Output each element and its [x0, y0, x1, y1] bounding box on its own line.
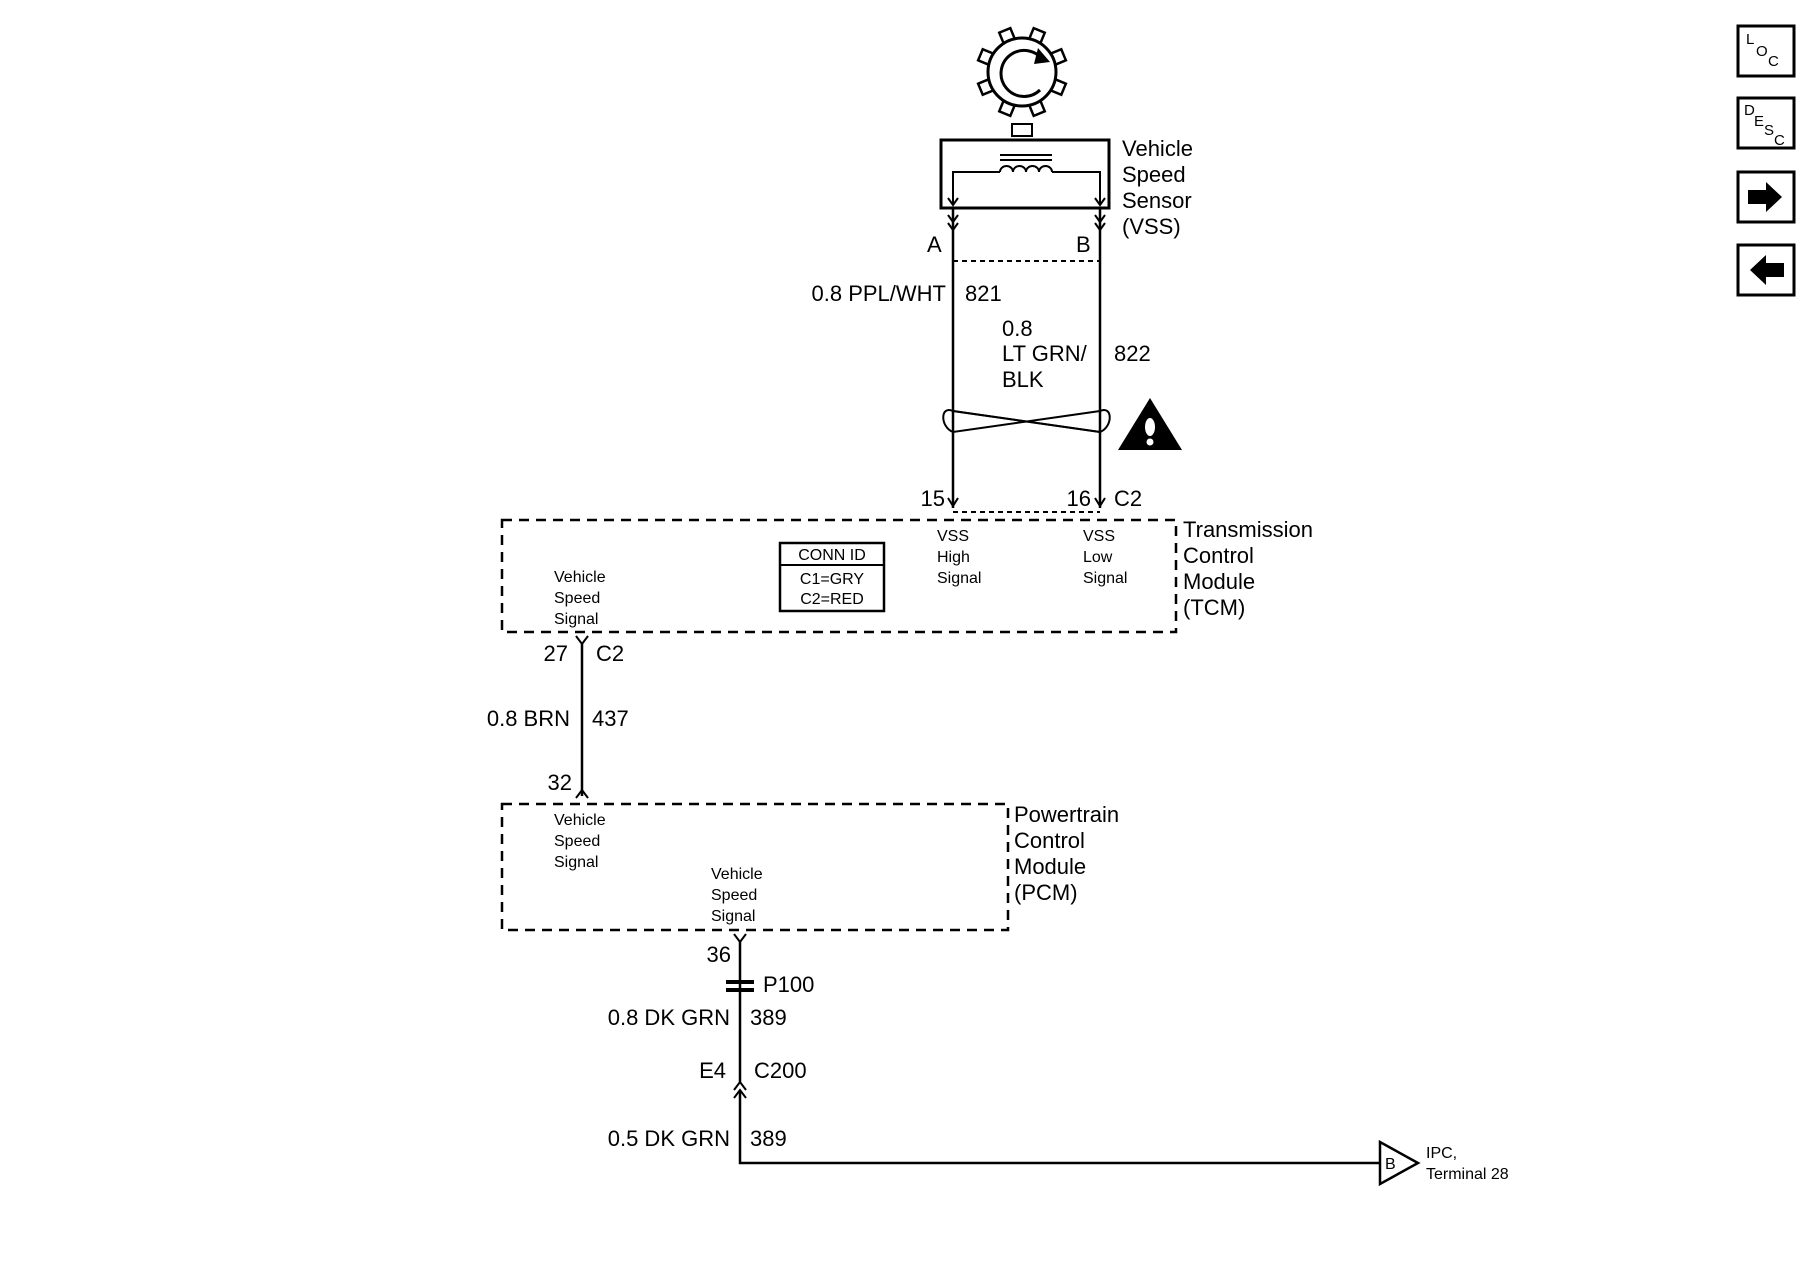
pcm-top-connector: 32	[548, 770, 589, 799]
svg-text:Signal: Signal	[711, 908, 755, 925]
svg-text:Sensor: Sensor	[1122, 188, 1192, 213]
tcm-module-box	[500, 518, 1178, 634]
svg-text:(VSS): (VSS)	[1122, 214, 1181, 239]
tcm-connector-c2-bottom: C2	[596, 641, 624, 666]
pcm-label: Powertrain Control Module (PCM)	[1014, 802, 1119, 905]
svg-text:C: C	[1768, 53, 1779, 70]
svg-text:Module: Module	[1183, 569, 1255, 594]
wire-437-label: 0.8 BRN 437	[487, 706, 629, 731]
offpage-dest-line2: Terminal 28	[1426, 1166, 1509, 1183]
svg-text:(TCM): (TCM)	[1183, 595, 1245, 620]
c200-pin-e4: E4	[699, 1058, 726, 1083]
tcm-vss-low-signal: VSS Low Signal	[1083, 528, 1127, 587]
svg-text:389: 389	[750, 1126, 787, 1151]
offpage-letter: B	[1385, 1156, 1396, 1173]
svg-text:Powertrain: Powertrain	[1014, 802, 1119, 827]
next-page-button[interactable]	[1736, 170, 1796, 224]
svg-text:Transmission: Transmission	[1183, 517, 1313, 542]
vss-pin-a: A	[927, 232, 942, 257]
pcm-pin-32: 32	[548, 770, 572, 795]
splice-p100: P100	[726, 972, 814, 997]
description-button[interactable]: D E S C	[1736, 96, 1796, 150]
inline-connector-c200: E4 C200	[699, 1058, 807, 1099]
twisted-pair-symbol	[942, 409, 1111, 434]
tcm-top-connector: 15 16 C2	[921, 486, 1142, 513]
tcm-pin-27: 27	[544, 641, 568, 666]
svg-text:S: S	[1764, 122, 1774, 139]
svg-text:Speed: Speed	[554, 833, 600, 850]
svg-text:Control: Control	[1014, 828, 1085, 853]
svg-text:0.8 DK GRN: 0.8 DK GRN	[608, 1005, 730, 1030]
tcm-speed-signal-label: Vehicle Speed Signal	[554, 569, 606, 628]
svg-text:Vehicle: Vehicle	[554, 569, 606, 586]
wire-389-lower-label: 0.5 DK GRN 389	[608, 1126, 787, 1151]
wire-822-label: 0.8 LT GRN/ BLK 822	[1002, 316, 1151, 392]
svg-text:Module: Module	[1014, 854, 1086, 879]
svg-text:C1=GRY: C1=GRY	[800, 571, 865, 588]
svg-text:Speed: Speed	[554, 590, 600, 607]
svg-text:821: 821	[965, 281, 1002, 306]
svg-text:Signal: Signal	[554, 854, 598, 871]
svg-text:(PCM): (PCM)	[1014, 880, 1078, 905]
vss-gear-symbol	[976, 26, 1068, 137]
svg-text:437: 437	[592, 706, 629, 731]
wire-821-label: 0.8 PPL/WHT 821	[812, 281, 1002, 306]
pcm-output-signal-label: Vehicle Speed Signal	[711, 866, 763, 925]
svg-text:0.8 PPL/WHT: 0.8 PPL/WHT	[812, 281, 946, 306]
svg-text:0.5 DK GRN: 0.5 DK GRN	[608, 1126, 730, 1151]
svg-text:Signal: Signal	[937, 570, 981, 587]
vss-label: Vehicle Speed Sensor (VSS)	[1122, 136, 1193, 239]
wire-389-lower	[738, 1090, 1380, 1165]
svg-text:L: L	[1746, 31, 1754, 48]
tcm-pin-15: 15	[921, 486, 945, 511]
svg-text:Vehicle: Vehicle	[711, 866, 763, 883]
vss-pin-b: B	[1076, 232, 1091, 257]
svg-text:Vehicle: Vehicle	[554, 812, 606, 829]
offpage-dest-line1: IPC,	[1426, 1145, 1457, 1162]
svg-text:VSS: VSS	[1083, 528, 1115, 545]
wire-389-upper-label: 0.8 DK GRN 389	[608, 1005, 787, 1030]
pcm-pin-36: 36	[707, 942, 731, 967]
svg-text:Vehicle: Vehicle	[1122, 136, 1193, 161]
svg-text:822: 822	[1114, 341, 1151, 366]
arrow-left-icon	[1750, 255, 1784, 285]
previous-page-button[interactable]	[1736, 243, 1796, 297]
vss-connector: A B	[927, 214, 1106, 262]
offpage-reference-b[interactable]: B IPC, Terminal 28	[1378, 1139, 1509, 1187]
arrow-right-icon	[1748, 182, 1782, 212]
svg-text:389: 389	[750, 1005, 787, 1030]
tcm-vss-high-signal: VSS High Signal	[937, 528, 981, 587]
svg-text:Control: Control	[1183, 543, 1254, 568]
svg-text:Low: Low	[1083, 549, 1113, 566]
tcm-pin-16: 16	[1067, 486, 1091, 511]
pcm-input-signal-label: Vehicle Speed Signal	[554, 812, 606, 871]
svg-text:C2=RED: C2=RED	[800, 591, 864, 608]
svg-text:Signal: Signal	[1083, 570, 1127, 587]
svg-text:0.8: 0.8	[1002, 316, 1033, 341]
svg-text:D: D	[1744, 102, 1755, 119]
svg-text:P100: P100	[763, 972, 814, 997]
tcm-bottom-connector: 27 C2	[544, 635, 624, 666]
svg-text:O: O	[1756, 43, 1768, 60]
svg-text:BLK: BLK	[1002, 367, 1044, 392]
svg-text:High: High	[937, 549, 970, 566]
vss-sensor-body	[939, 138, 1111, 210]
tcm-connector-c2-top: C2	[1114, 486, 1142, 511]
pcm-module-box	[500, 802, 1010, 932]
svg-text:C: C	[1774, 132, 1785, 149]
svg-text:0.8 BRN: 0.8 BRN	[487, 706, 570, 731]
svg-text:E: E	[1754, 113, 1764, 130]
tcm-label: Transmission Control Module (TCM)	[1183, 517, 1313, 620]
svg-text:Signal: Signal	[554, 611, 598, 628]
svg-text:VSS: VSS	[937, 528, 969, 545]
svg-text:CONN ID: CONN ID	[798, 547, 866, 564]
caution-icon	[1118, 398, 1182, 450]
c200-label: C200	[754, 1058, 807, 1083]
svg-text:Speed: Speed	[1122, 162, 1186, 187]
location-button[interactable]: L O C	[1736, 24, 1796, 78]
conn-id-table: CONN ID C1=GRY C2=RED	[778, 541, 886, 613]
svg-text:LT GRN/: LT GRN/	[1002, 341, 1088, 366]
svg-text:Speed: Speed	[711, 887, 757, 904]
